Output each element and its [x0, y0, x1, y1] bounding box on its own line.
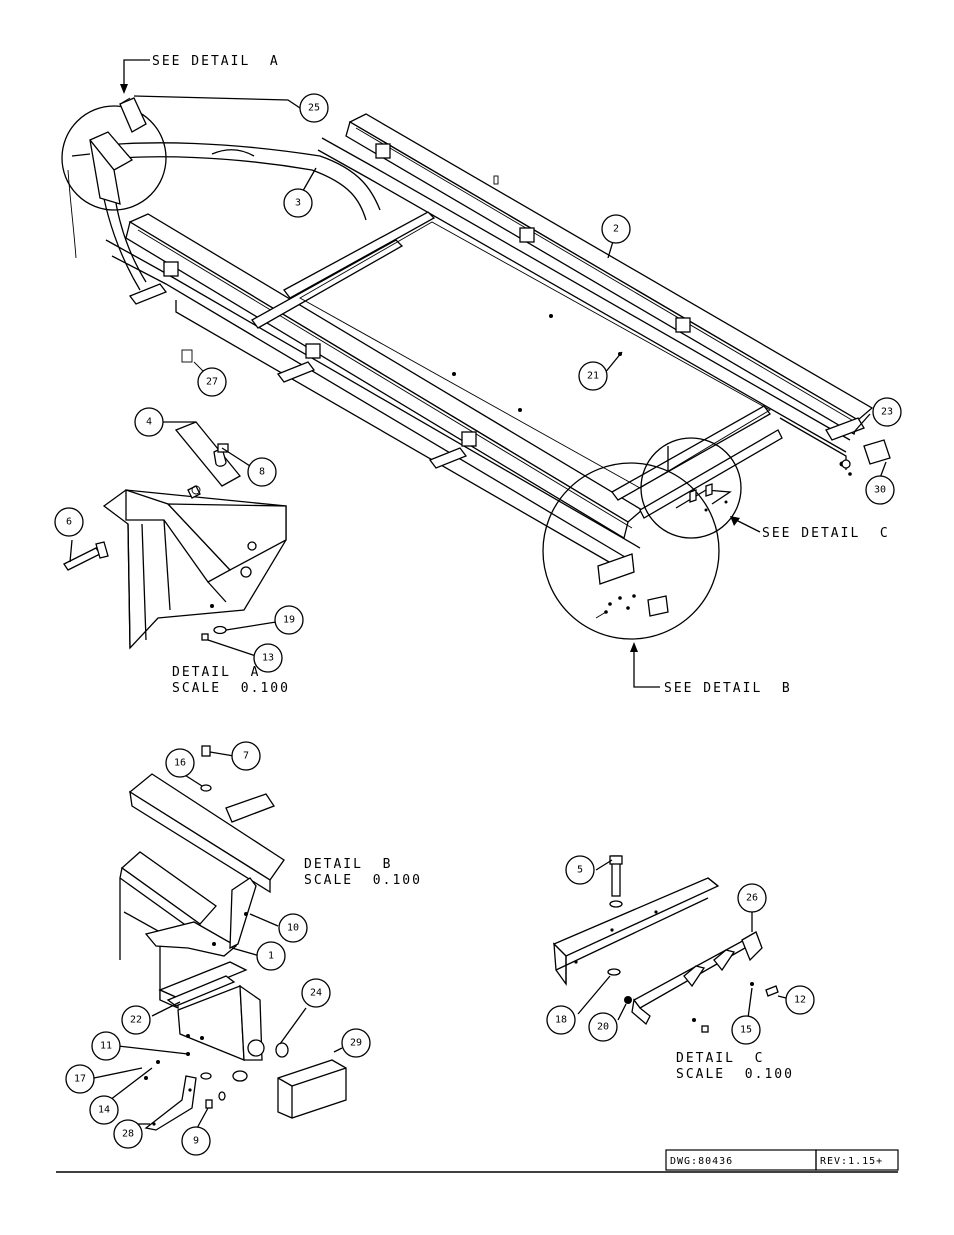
- callout-12: 12: [785, 985, 815, 1015]
- callout-11: 11: [91, 1031, 121, 1061]
- svg-text:9: 9: [193, 1136, 199, 1147]
- callout-18: 18: [546, 1005, 576, 1035]
- see-detail-leaders: [120, 59, 761, 688]
- callout-21: 21: [578, 361, 608, 391]
- main-assembly: [95, 113, 891, 567]
- callouts: 25 3 2 21 27 23 30 4 8 6 19 13 7 16 10 1…: [54, 93, 902, 1156]
- drawing-number: DWG:80436: [670, 1156, 733, 1167]
- callout-23: 23: [872, 397, 902, 427]
- callout-5: 5: [565, 855, 595, 885]
- callout-2: 2: [601, 214, 631, 244]
- svg-text:20: 20: [597, 1022, 609, 1033]
- callout-6: 6: [54, 507, 84, 537]
- detail-c-circle: [640, 437, 742, 539]
- callout-22: 22: [121, 1005, 151, 1035]
- callout-7: 7: [231, 741, 261, 771]
- detail-a-title: DETAIL A: [172, 665, 260, 680]
- svg-text:13: 13: [262, 653, 274, 664]
- detail-a-circle: [61, 97, 167, 259]
- svg-text:19: 19: [283, 615, 295, 626]
- svg-text:14: 14: [98, 1105, 110, 1116]
- svg-text:29: 29: [350, 1038, 362, 1049]
- callout-1: 1: [256, 941, 286, 971]
- detail-c-title: DETAIL C: [676, 1051, 764, 1066]
- svg-text:2: 2: [613, 224, 619, 235]
- svg-text:12: 12: [794, 995, 806, 1006]
- svg-text:15: 15: [740, 1025, 752, 1036]
- svg-text:18: 18: [555, 1015, 567, 1026]
- callout-8: 8: [247, 457, 277, 487]
- svg-text:11: 11: [100, 1041, 112, 1052]
- detail-b-drawing: [93, 745, 347, 1131]
- svg-text:27: 27: [206, 377, 218, 388]
- svg-text:6: 6: [66, 517, 72, 528]
- callout-10: 10: [278, 913, 308, 943]
- callout-4: 4: [134, 407, 164, 437]
- svg-text:7: 7: [243, 751, 249, 762]
- callout-13: 13: [253, 643, 283, 673]
- callout-15: 15: [731, 1015, 761, 1045]
- svg-text:10: 10: [287, 923, 299, 934]
- callout-27: 27: [197, 367, 227, 397]
- detail-b-scale: SCALE 0.100: [304, 873, 422, 888]
- callout-20: 20: [588, 1012, 618, 1042]
- callout-16: 16: [165, 748, 195, 778]
- svg-text:5: 5: [577, 865, 583, 876]
- title-block: DWG:80436 REV:1.15+: [56, 1149, 899, 1173]
- callout-28: 28: [113, 1119, 143, 1149]
- callout-3: 3: [283, 188, 313, 218]
- callout-14: 14: [89, 1095, 119, 1125]
- callout-29: 29: [341, 1028, 371, 1058]
- svg-text:30: 30: [874, 485, 886, 496]
- see-detail-c-label: SEE DETAIL C: [762, 526, 890, 541]
- callout-30: 30: [865, 475, 895, 505]
- see-detail-b-label: SEE DETAIL B: [664, 681, 792, 696]
- revision: REV:1.15+: [820, 1156, 883, 1167]
- svg-text:3: 3: [295, 198, 301, 209]
- svg-text:22: 22: [130, 1015, 142, 1026]
- svg-text:17: 17: [74, 1074, 86, 1085]
- detail-a-drawing: [63, 421, 287, 657]
- svg-text:26: 26: [746, 893, 758, 904]
- see-detail-a-label: SEE DETAIL A: [152, 54, 280, 69]
- detail-b-title: DETAIL B: [304, 857, 392, 872]
- callout-9: 9: [181, 1126, 211, 1156]
- detail-c-scale: SCALE 0.100: [676, 1067, 794, 1082]
- svg-text:25: 25: [308, 103, 320, 114]
- svg-text:8: 8: [259, 467, 265, 478]
- detail-a-scale: SCALE 0.100: [172, 681, 290, 696]
- callout-17: 17: [65, 1064, 95, 1094]
- svg-text:23: 23: [881, 407, 893, 418]
- svg-text:1: 1: [268, 951, 274, 962]
- callout-19: 19: [274, 605, 304, 635]
- svg-text:16: 16: [174, 758, 186, 769]
- callout-25: 25: [299, 93, 329, 123]
- svg-text:4: 4: [146, 417, 152, 428]
- callout-24: 24: [301, 978, 331, 1008]
- svg-text:21: 21: [587, 371, 599, 382]
- detail-b-circle: [542, 462, 720, 640]
- main-leaders: [299, 167, 887, 479]
- detail-c-drawing: [552, 855, 787, 1033]
- svg-text:24: 24: [310, 988, 322, 999]
- svg-text:28: 28: [122, 1129, 134, 1140]
- callout-26: 26: [737, 883, 767, 913]
